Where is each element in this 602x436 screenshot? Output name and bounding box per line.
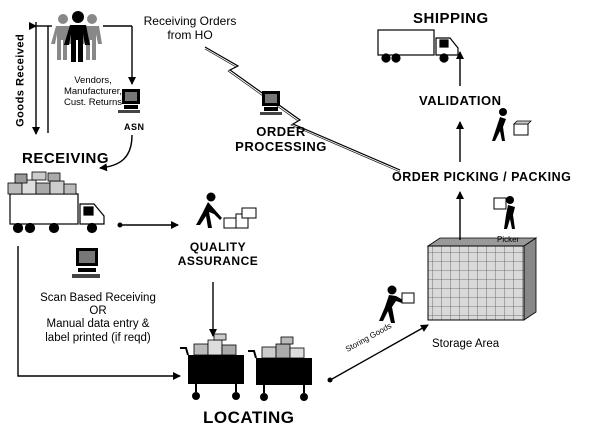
scan-line3: Manual data entry & (46, 318, 150, 331)
order-processing-label: ORDER PROCESSING (226, 124, 336, 155)
quality-line2: ASSURANCE (177, 253, 259, 268)
receiving-orders-line1: Receiving Orders (143, 14, 237, 28)
order-processing-line2: PROCESSING (235, 138, 327, 154)
locating-label: LOCATING (203, 408, 295, 427)
vendors-people-icon (51, 11, 102, 62)
order-picking-label: ORDER PICKING / PACKING (392, 170, 572, 184)
scan-receiving-label: Scan Based Receiving OR Manual data entr… (28, 292, 168, 345)
locating-cart-icon-2 (248, 336, 312, 401)
goods-received-label: Goods Received (14, 33, 27, 127)
qa-worker-icon (196, 192, 257, 229)
storage-area-label: Storage Area (432, 338, 500, 350)
vendors-label: Vendors, Manufacturer, Cust. Returns (58, 75, 128, 109)
storage-worker-icon (379, 285, 415, 323)
locating-cart-icon (180, 333, 244, 400)
vendors-line2: Manufacturer, (63, 85, 123, 97)
scan-line1: Scan Based Receiving (40, 292, 156, 304)
quality-assurance-label: QUALITY ASSURANCE (170, 240, 266, 269)
scan-computer-icon (72, 248, 100, 278)
validation-worker-icon (492, 108, 532, 141)
scan-line4: label printed (if reqd) (45, 331, 151, 344)
vendors-line3: Cust. Returns (63, 96, 123, 108)
shipping-title: SHIPPING (413, 10, 489, 27)
receiving-label: RECEIVING (22, 150, 110, 167)
asn-to-receiving-arrow (99, 134, 133, 172)
receiving-to-qa-arrow (117, 221, 179, 229)
shipping-truck-icon (377, 29, 459, 63)
receiving-orders-label: Receiving Orders from HO (140, 14, 240, 43)
storage-area-shelf-icon (426, 237, 538, 321)
order-processing-computer-icon (260, 91, 282, 115)
quality-line1: QUALITY (189, 240, 247, 254)
receiving-to-locating-arrow (17, 246, 181, 380)
picker-label: Picker (497, 235, 520, 244)
validation-label: VALIDATION (419, 93, 502, 108)
receiving-orders-line2: from HO (167, 27, 213, 42)
vendors-line1: Vendors, (74, 75, 112, 86)
receiving-truck-icon (9, 193, 105, 234)
picker-worker-icon (493, 196, 515, 229)
receiving-boxes-icon (7, 171, 77, 195)
asn-label: ASN (124, 122, 145, 132)
scan-line2: OR (89, 305, 107, 318)
storing-goods-arrow (327, 324, 429, 383)
order-processing-line1: ORDER (256, 124, 306, 139)
vendors-bracket (29, 22, 136, 135)
asn-computer-icon (118, 89, 140, 113)
